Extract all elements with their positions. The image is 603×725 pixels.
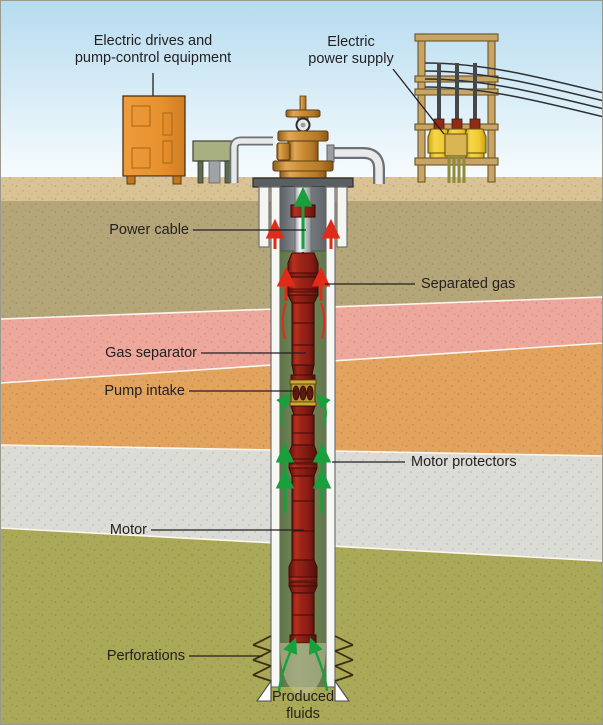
label-electric-drives: Electric drives and pump-control equipme… (74, 33, 232, 67)
pump-head-band-1 (287, 272, 319, 278)
motor-protector-band-a (288, 458, 318, 464)
arrow-inflow-left (277, 637, 298, 692)
esp-string (287, 252, 319, 644)
protector-mid-taper (288, 444, 318, 460)
power-line-1 (424, 62, 602, 94)
pump-discharge-head (287, 252, 319, 274)
pressure-gauge-dial (300, 122, 306, 128)
pump-intake-band-top (289, 379, 317, 385)
arrow-intake-left (276, 393, 291, 426)
gas-separator-body (291, 302, 315, 366)
label-electric-power-supply: Electric power supply (308, 34, 394, 68)
wellhead-stem (299, 95, 307, 111)
string-bottom-cap (289, 634, 317, 644)
cabinet-panel-b (131, 147, 151, 169)
label-produced-fluids: Produced fluids (271, 689, 335, 723)
casing-wall-left (270, 186, 281, 688)
protector-lower-taper (288, 467, 318, 477)
power-line-2 (424, 70, 602, 102)
cabinet-leg-left (126, 175, 136, 185)
overhead-power-lines (424, 62, 602, 118)
motor-base-band-1 (288, 576, 318, 582)
motor-base-band-2 (288, 581, 318, 587)
cabinet-leg-right (172, 175, 182, 185)
cabinet-panel-a (131, 105, 151, 127)
drop-conductors (437, 63, 477, 119)
flowline-piping (229, 136, 385, 184)
cabinet-panel-d (162, 140, 173, 164)
junction-post-left (197, 160, 204, 184)
label-pump-intake: Pump intake (104, 383, 185, 399)
wellhead-flange-upper (277, 130, 329, 142)
wellhead-side-valve (276, 142, 291, 161)
arrow-gas-curve-right (320, 302, 326, 340)
label-separated-gas: Separated gas (421, 276, 516, 292)
label-gas-separator: Gas separator (105, 345, 197, 361)
electric-power-supply (392, 33, 602, 183)
wellhead-baseplate (252, 177, 354, 188)
power-line-4 (424, 86, 602, 118)
arrow-inflow-right (308, 637, 329, 692)
rathole-fluid (280, 643, 326, 696)
arrow-intake-right (316, 393, 331, 426)
pump-head-band-2 (287, 288, 319, 293)
pump-intake-band-bottom (289, 401, 317, 407)
cellar-casing-left (258, 186, 270, 248)
power-frame-crossbeam-top (414, 33, 499, 42)
junction-post-right (224, 160, 231, 184)
casing-shoe-left (255, 679, 272, 702)
conduit-risers (447, 156, 466, 183)
motor-body (291, 475, 315, 561)
flowline-right-highlight (331, 149, 383, 184)
wellhead-top-cap (285, 109, 321, 118)
pump-intake-assembly (289, 379, 317, 407)
motor-base-lower-taper (288, 585, 318, 594)
perforation-jets-right (334, 635, 354, 682)
wellhead-assembly (252, 95, 354, 188)
perforated-interval (252, 635, 354, 702)
power-shelf-beam (414, 157, 499, 166)
power-supply-leader (392, 68, 445, 135)
flow-arrows (265, 186, 341, 513)
flowline-left-highlight (231, 138, 273, 183)
casing-shoe-right (334, 679, 351, 702)
casing-wall-right (325, 186, 336, 688)
motor-base-taper (288, 559, 318, 578)
sensor-module (291, 592, 315, 636)
leader-lines (151, 229, 415, 657)
flowline-flange (326, 144, 335, 163)
intake-lower-taper (290, 405, 316, 416)
arrow-gas-curve-left (281, 302, 287, 340)
transformer-3 (463, 118, 487, 160)
cellar-casing-right (336, 186, 348, 248)
gas-separator-lower-taper (291, 364, 315, 376)
label-perforations: Perforations (106, 648, 185, 664)
label-motor-protectors: Motor protectors (411, 454, 517, 470)
gas-separator-collar (290, 374, 316, 381)
electric-drives-cabinet (122, 73, 186, 185)
wellhead-body (287, 140, 319, 164)
label-power-cable: Power cable (109, 222, 189, 238)
pump-intake-ports (292, 385, 314, 401)
junction-post-mid (208, 160, 221, 184)
junction-box (192, 140, 236, 184)
protector-upper-body (291, 414, 315, 446)
conduit-box (444, 133, 468, 157)
wellhead-flange-lower (279, 170, 327, 179)
pump-head-taper (287, 294, 319, 304)
junction-box-body (192, 140, 236, 162)
power-line-3 (424, 78, 602, 110)
cabinet-panel-c (162, 112, 173, 136)
motor-protector-band-b (288, 463, 318, 469)
cabinet-body (122, 95, 186, 177)
label-motor: Motor (109, 522, 147, 538)
wellhead-flange-mid (272, 160, 334, 172)
